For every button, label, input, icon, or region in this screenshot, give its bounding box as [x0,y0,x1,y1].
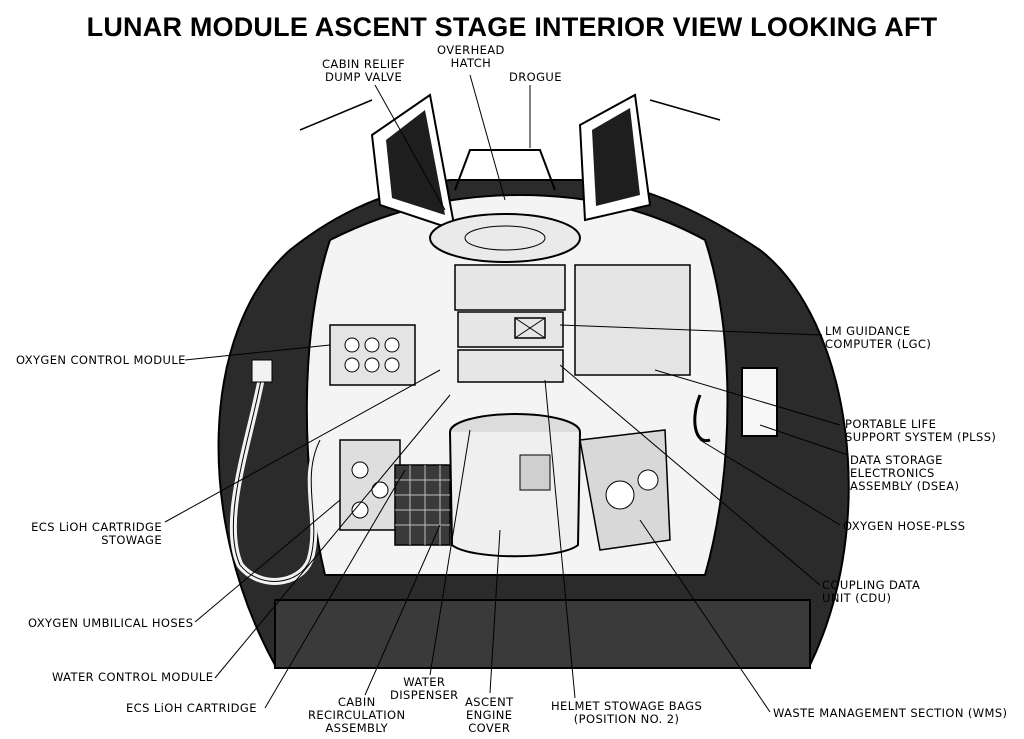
label-ascent-engine-cover: ASCENT ENGINE COVER [465,695,514,735]
aft-upper-panel [454,264,566,311]
label-ecs-lioh-cartridge: ECS LiOH CARTRIDGE [126,701,257,715]
cdu-panel [457,349,564,383]
lgc-panel [457,311,564,348]
label-data-storage-electronics-assembly: DATA STORAGE ELECTRONICS ASSEMBLY (DSEA) [850,453,960,493]
leader-lines [164,74,849,713]
label-cabin-recirculation-assembly: CABIN RECIRCULATION ASSEMBLY [308,695,406,735]
left-window-glass [386,110,445,215]
label-portable-life-support-system: PORTABLE LIFE SUPPORT SYSTEM (PLSS) [845,417,997,444]
plss-stowage [574,264,691,376]
oxygen-control-module-panel [329,324,416,386]
label-oxygen-control-module: OXYGEN CONTROL MODULE [16,353,186,367]
label-coupling-data-unit: COUPLING DATA UNIT (CDU) [822,578,921,605]
plss-oxygen-hose [693,394,711,443]
lioh-cartridge-grid [394,464,451,546]
label-oxygen-hose-plss: OXYGEN HOSE-PLSS [843,519,966,533]
label-helmet-stowage-bags: HELMET STOWAGE BAGS (POSITION NO. 2) [551,699,703,726]
label-lm-guidance-computer: LM GUIDANCE COMPUTER (LGC) [825,324,932,351]
label-overhead-hatch: OVERHEAD HATCH [437,43,505,70]
diagram-title: LUNAR MODULE ASCENT STAGE INTERIOR VIEW … [86,12,938,42]
cabin-floor [274,599,811,669]
label-water-control-module: WATER CONTROL MODULE [52,670,214,684]
label-drogue: DROGUE [509,70,562,84]
right-window-glass [592,108,640,206]
ascent-engine-cover [449,431,581,558]
label-waste-management-section: WASTE MANAGEMENT SECTION (WMS) [773,706,1008,720]
label-cabin-relief-dump-valve: CABIN RELIEF DUMP VALVE [322,57,406,84]
label-oxygen-umbilical-hoses: OXYGEN UMBILICAL HOSES [28,616,194,630]
overhead-hatch [429,213,581,263]
umbilical-connector [251,359,273,383]
label-ecs-lioh-cartridge-stowage: ECS LiOH CARTRIDGE STOWAGE [31,520,162,547]
dsea-unit [741,367,778,437]
drogue-tunnel [454,149,556,191]
label-water-dispenser: WATER DISPENSER [390,675,459,702]
